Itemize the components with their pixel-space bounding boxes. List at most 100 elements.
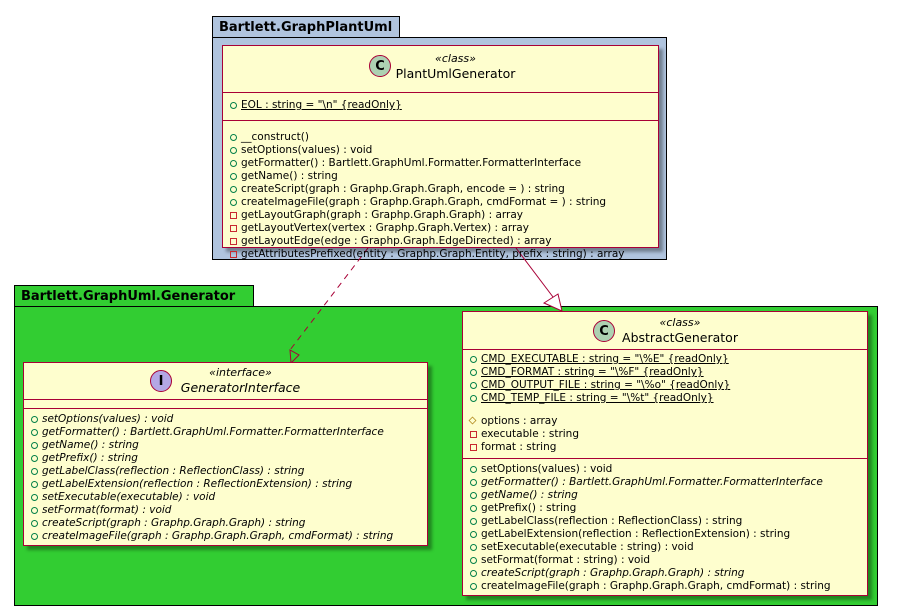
member-row: setOptions(values) : void: [223, 144, 658, 157]
member-text: CMD_EXECUTABLE : string = "\%E" {readOnl…: [481, 353, 729, 365]
public-visibility-icon: [470, 395, 477, 402]
package-name: Bartlett.GraphPlantUml: [219, 20, 393, 35]
member-row: getLayoutVertex(vertex : Graphp.Graph.Ve…: [223, 222, 658, 235]
private-visibility-icon: [230, 212, 237, 219]
public-visibility-icon: [470, 570, 477, 577]
member-text: setOptions(values) : void: [42, 413, 174, 425]
member-row: getName() : string: [24, 439, 427, 452]
member-text: getName() : string: [42, 439, 139, 451]
member-row: setExecutable(executable : string) : voi…: [463, 541, 867, 554]
member-text: CMD_OUTPUT_FILE : string = "\%o" {readOn…: [481, 379, 731, 391]
member-row: format : string: [463, 441, 867, 454]
public-visibility-icon: [470, 492, 477, 499]
class-name: GeneratorInterface: [180, 380, 301, 395]
member-text: createImageFile(graph : Graphp.Graph.Gra…: [42, 530, 394, 542]
section-gap: [463, 405, 867, 415]
member-text: CMD_TEMP_FILE : string = "\%t" {readOnly…: [481, 392, 714, 404]
class-plantuml-generator[interactable]: C «class» PlantUmlGenerator EOL : string…: [222, 45, 659, 260]
member-text: setOptions(values) : void: [481, 463, 613, 475]
public-visibility-icon: [31, 442, 38, 449]
private-visibility-icon: [230, 251, 237, 258]
member-text: options : array: [481, 415, 558, 427]
interface-generator-interface[interactable]: I «interface» GeneratorInterface setOpti…: [23, 362, 428, 546]
member-row: createImageFile(graph : Graphp.Graph.Gra…: [223, 196, 658, 209]
package-tab-graphplantuml: Bartlett.GraphPlantUml: [212, 16, 400, 38]
member-text: EOL : string = "\n" {readOnly}: [241, 99, 402, 111]
member-row: getLayoutGraph(graph : Graphp.Graph.Grap…: [223, 209, 658, 222]
member-text: setExecutable(executable : string) : voi…: [481, 541, 694, 553]
member-row: getLabelExtension(reflection : Reflectio…: [24, 478, 427, 491]
class-stereotype: «interface»: [209, 366, 272, 379]
class-fields: [24, 400, 427, 409]
member-text: getFormatter() : Bartlett.GraphUml.Forma…: [42, 426, 384, 438]
member-text: setFormat(format : string) : void: [481, 554, 651, 566]
member-text: getFormatter() : Bartlett.GraphUml.Forma…: [481, 476, 823, 488]
member-text: createScript(graph : Graphp.Graph.Graph)…: [42, 517, 306, 529]
member-row: createImageFile(graph : Graphp.Graph.Gra…: [24, 530, 427, 543]
member-row: CMD_FORMAT : string = "\%F" {readOnly}: [463, 366, 867, 379]
member-row: setOptions(values) : void: [24, 413, 427, 426]
member-row: getLabelClass(reflection : ReflectionCla…: [463, 515, 867, 528]
public-visibility-icon: [470, 369, 477, 376]
member-text: getPrefix() : string: [481, 502, 577, 514]
interface-icon: I: [150, 370, 172, 392]
member-row: createImageFile(graph : Graphp.Graph.Gra…: [463, 580, 867, 593]
member-row: getPrefix() : string: [24, 452, 427, 465]
class-name: AbstractGenerator: [622, 330, 738, 345]
member-row: getLabelClass(reflection : ReflectionCla…: [24, 465, 427, 478]
member-text: getPrefix() : string: [42, 452, 138, 464]
member-row: executable : string: [463, 428, 867, 441]
member-row: getFormatter() : Bartlett.GraphUml.Forma…: [24, 426, 427, 439]
public-visibility-icon: [470, 583, 477, 590]
private-visibility-icon: [470, 431, 477, 438]
member-text: __construct(): [241, 131, 309, 143]
member-row: setOptions(values) : void: [463, 463, 867, 476]
class-fields: EOL : string = "\n" {readOnly}: [223, 93, 658, 121]
class-fields: CMD_EXECUTABLE : string = "\%E" {readOnl…: [463, 350, 867, 459]
member-row: CMD_TEMP_FILE : string = "\%t" {readOnly…: [463, 392, 867, 405]
member-text: getLayoutVertex(vertex : Graphp.Graph.Ve…: [241, 222, 529, 234]
public-visibility-icon: [31, 416, 38, 423]
member-text: getLayoutGraph(graph : Graphp.Graph.Grap…: [241, 209, 523, 221]
member-text: createImageFile(graph : Graphp.Graph.Gra…: [241, 196, 607, 208]
public-visibility-icon: [31, 494, 38, 501]
member-text: getLayoutEdge(edge : Graphp.Graph.EdgeDi…: [241, 235, 552, 247]
public-visibility-icon: [230, 134, 237, 141]
member-row: setExecutable(executable) : void: [24, 491, 427, 504]
member-row: CMD_EXECUTABLE : string = "\%E" {readOnl…: [463, 353, 867, 366]
member-row: __construct(): [223, 131, 658, 144]
public-visibility-icon: [31, 429, 38, 436]
public-visibility-icon: [230, 147, 237, 154]
public-visibility-icon: [470, 356, 477, 363]
member-row: CMD_OUTPUT_FILE : string = "\%o" {readOn…: [463, 379, 867, 392]
public-visibility-icon: [31, 455, 38, 462]
private-visibility-icon: [230, 225, 237, 232]
member-row: getPrefix() : string: [463, 502, 867, 515]
member-text: getLabelExtension(reflection : Reflectio…: [481, 528, 791, 540]
class-name: PlantUmlGenerator: [395, 66, 516, 81]
public-visibility-icon: [230, 173, 237, 180]
member-row: createScript(graph : Graphp.Graph.Graph)…: [24, 517, 427, 530]
public-visibility-icon: [470, 466, 477, 473]
member-row: getFormatter() : Bartlett.GraphUml.Forma…: [223, 157, 658, 170]
public-visibility-icon: [230, 186, 237, 193]
private-visibility-icon: [230, 238, 237, 245]
public-visibility-icon: [470, 505, 477, 512]
realization-edge: [289, 247, 369, 365]
public-visibility-icon: [31, 533, 38, 540]
public-visibility-icon: [470, 382, 477, 389]
class-header: C «class» PlantUmlGenerator: [223, 46, 658, 93]
member-text: executable : string: [481, 428, 580, 440]
member-text: getName() : string: [481, 489, 578, 501]
class-abstract-generator[interactable]: C «class» AbstractGenerator CMD_EXECUTAB…: [462, 311, 868, 596]
public-visibility-icon: [470, 531, 477, 538]
member-row: createScript(graph : Graphp.Graph.Graph,…: [223, 183, 658, 196]
class-header: I «interface» GeneratorInterface: [24, 363, 427, 400]
public-visibility-icon: [470, 518, 477, 525]
member-text: getLabelClass(reflection : ReflectionCla…: [42, 465, 305, 477]
member-row: getAttributesPrefixed(entity : Graphp.Gr…: [223, 248, 658, 261]
